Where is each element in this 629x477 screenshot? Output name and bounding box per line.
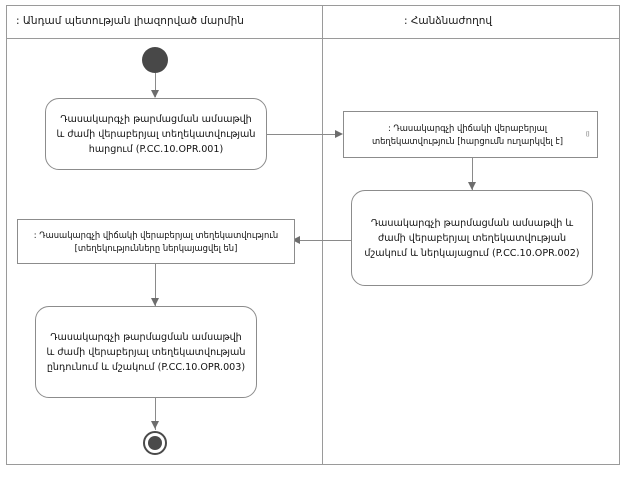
object-node-2-label: : Դասակարգչի վիճակի վերաբերյալ տեղեկատվո…	[33, 229, 279, 253]
lane-header-rule-left	[7, 38, 322, 39]
swimlane-title-commission: : Հանձնաժողով	[404, 15, 493, 27]
arrowhead-left-object-2	[292, 236, 300, 244]
object-node-classifier-state-request-sent[interactable]: : Դասակարգչի վիճակի վերաբերյալ տեղեկատվո…	[343, 111, 598, 158]
activity-node-opr-001[interactable]: Դասակարգչի թարմացման ամսաթվի և ժամի վերա…	[45, 98, 267, 170]
activity-node-opr-003[interactable]: Դասակարգչի թարմացման ամսաթվի և ժամի վերա…	[35, 306, 257, 398]
object-node-1-pin-icon: ⌷	[585, 130, 590, 138]
flow-initial-to-activity-1	[155, 73, 156, 97]
object-node-classifier-state-info-provided[interactable]: : Դասակարգչի վիճակի վերաբերյալ տեղեկատվո…	[17, 219, 295, 264]
activity-node-opr-002[interactable]: Դասակարգչի թարմացման ամսաթվի և ժամի վերա…	[351, 190, 593, 286]
flow-activity-1-to-object-1	[267, 134, 341, 135]
arrowhead-down-activity-2	[468, 182, 476, 190]
lane-header-rule-right	[323, 38, 619, 39]
arrowhead-down-activity-1	[151, 90, 159, 98]
flow-activity-3-to-final	[155, 398, 156, 430]
object-node-1-label: : Դասակարգչի վիճակի վերաբերյալ տեղեկատվո…	[371, 122, 564, 146]
arrowhead-down-activity-3	[151, 298, 159, 306]
flow-object-2-to-activity-3	[155, 264, 156, 306]
flow-activity-2-to-object-2	[296, 240, 352, 241]
initial-node	[142, 47, 168, 73]
swimlane-title-member-state: : Անդամ պետության լիազորված մարմին	[16, 15, 244, 27]
arrowhead-right-object-1	[335, 130, 343, 138]
arrowhead-down-final	[151, 421, 159, 429]
flow-object-1-to-activity-2	[472, 158, 473, 190]
final-node	[143, 431, 167, 455]
swimlane-divider	[322, 5, 323, 465]
